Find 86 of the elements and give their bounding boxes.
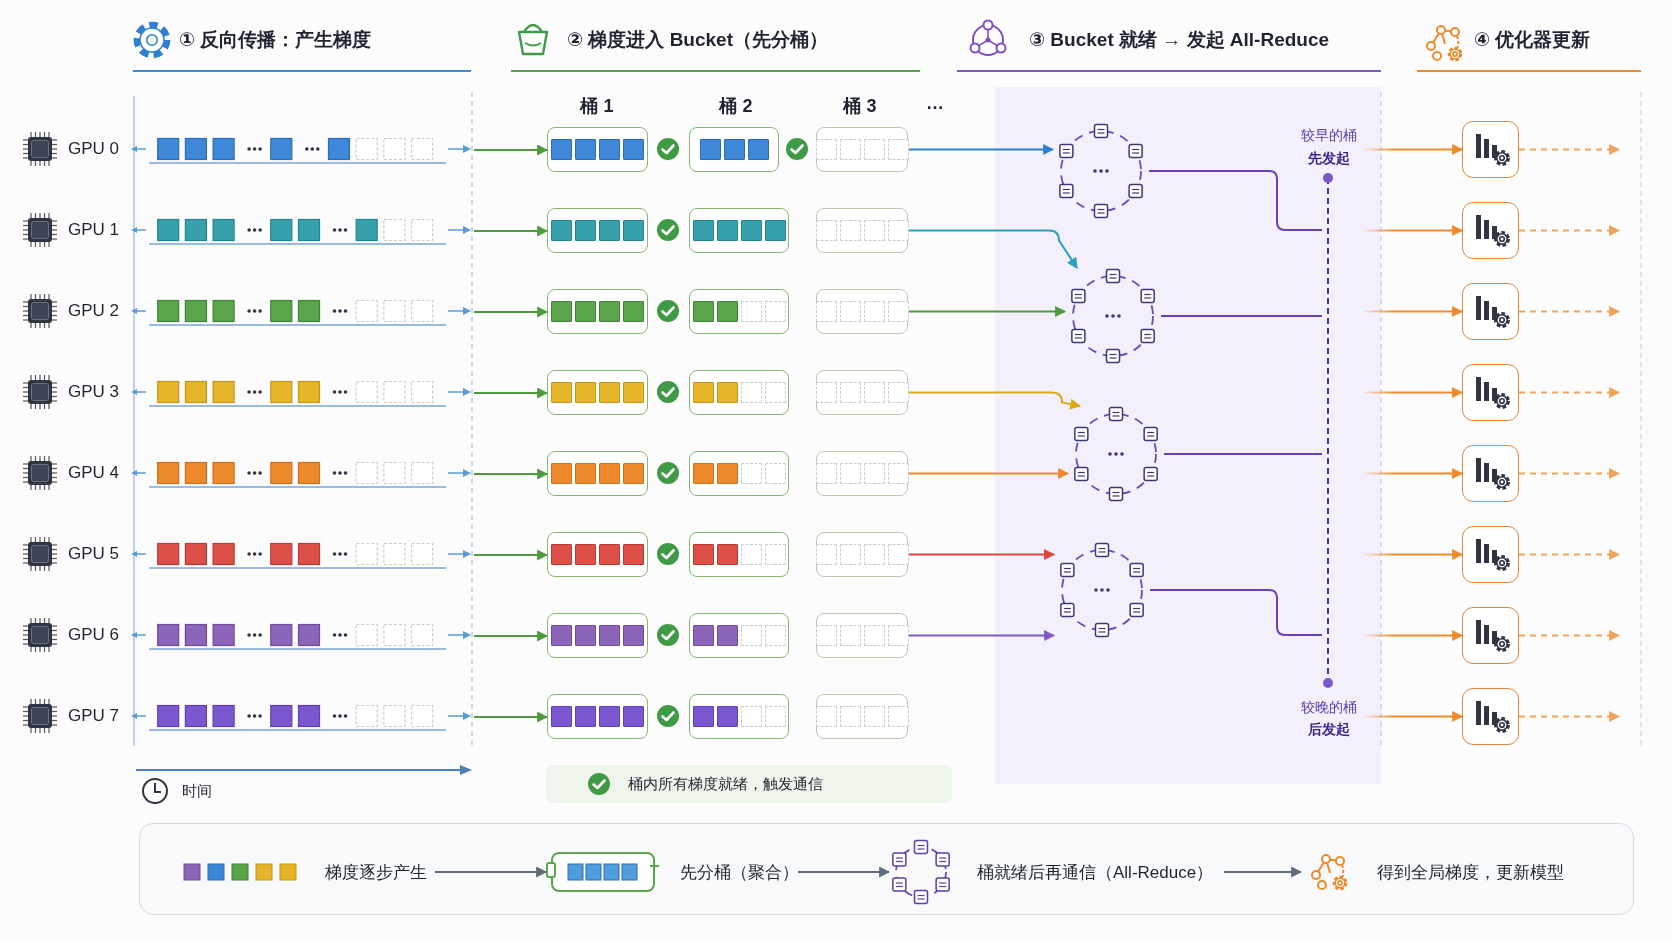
timeline-note: 后发起: [1308, 721, 1350, 739]
timeline-note: 较晚的桶: [1301, 699, 1357, 717]
arrow: [907, 144, 1055, 155]
arrow: [907, 549, 1056, 560]
gpu-label: GPU 5: [68, 544, 120, 564]
arrow: [907, 468, 1070, 479]
arrow: [907, 630, 1056, 641]
bucket-box: [547, 208, 648, 253]
arrow: [1518, 225, 1621, 236]
bucket-box: [816, 208, 908, 253]
optimizer-box: [1462, 283, 1519, 340]
timeline-note: 较早的桶: [1301, 127, 1357, 145]
bucket-box: [547, 613, 648, 658]
bucket-box: [689, 370, 789, 415]
note-box: [546, 765, 952, 803]
gpu-label: GPU 2: [68, 301, 120, 321]
bucket-box: [547, 532, 648, 577]
column-heading: 桶 1: [580, 95, 614, 118]
gpu-label: GPU 6: [68, 625, 120, 645]
optimizer-box: [1462, 202, 1519, 259]
arrow: [1518, 468, 1621, 479]
column-heading: …: [926, 92, 944, 114]
arrow: [434, 866, 548, 878]
arrow: [473, 306, 549, 318]
bucket-box: [816, 370, 908, 415]
arrow: [1518, 144, 1621, 155]
arrow: [473, 630, 549, 642]
bucket-box: [689, 532, 789, 577]
bucket-box: [816, 451, 908, 496]
bucket-box: [689, 613, 789, 658]
arrow: [473, 144, 549, 156]
arrow: [1518, 306, 1621, 317]
stage-heading: ② 梯度进入 Bucket（先分桶）: [567, 28, 828, 52]
bucket-box: [689, 127, 779, 172]
bucket-box: [547, 289, 648, 334]
summary-text: 先分桶（聚合）: [680, 861, 799, 884]
arrow: [1518, 630, 1621, 641]
arrow: [473, 711, 549, 723]
optimizer-box: [1462, 526, 1519, 583]
axis-label: 时间: [182, 781, 212, 801]
bucket-box: [816, 532, 908, 577]
gpu-label: GPU 0: [68, 139, 120, 159]
arrow: [1518, 387, 1621, 398]
note-text: 桶内所有梯度就绪，触发通信: [628, 774, 823, 794]
column-heading: 桶 3: [843, 95, 877, 118]
bucket-box: [547, 694, 648, 739]
gpu-label: GPU 3: [68, 382, 120, 402]
arrow: [473, 468, 549, 480]
bucket-box: [816, 613, 908, 658]
gpu-label: GPU 7: [68, 706, 120, 726]
arrow: [1518, 711, 1621, 722]
optimizer-box: [1462, 688, 1519, 745]
optimizer-box: [1462, 121, 1519, 178]
bucket-box: [547, 127, 648, 172]
arrow: [797, 866, 891, 878]
bucket-box: [689, 451, 789, 496]
arrow: [907, 229, 1078, 269]
gpu-label: GPU 1: [68, 220, 120, 240]
column-heading: 桶 2: [719, 95, 753, 118]
optimizer-box: [1462, 607, 1519, 664]
arrow: [473, 225, 549, 237]
bucket-box: [689, 208, 789, 253]
arrow: [907, 391, 1082, 410]
arrow: [907, 306, 1067, 317]
stage-heading: ④ 优化器更新: [1474, 28, 1591, 52]
bucket-box: [816, 694, 908, 739]
gpu-label: GPU 4: [68, 463, 120, 483]
bucket-box: [689, 289, 789, 334]
summary-text: 得到全局梯度，更新模型: [1377, 861, 1564, 884]
arrow: [473, 387, 549, 399]
summary-text: 桶就绪后再通信（All-Reduce）: [977, 861, 1214, 884]
arrow: [1518, 549, 1621, 560]
summary-text: 梯度逐步产生: [325, 861, 427, 884]
bucket-box: [816, 289, 908, 334]
bucket-box: [816, 127, 908, 172]
optimizer-box: [1462, 364, 1519, 421]
arrow: [473, 549, 549, 561]
summary-panel: [139, 823, 1634, 915]
stage-heading: ③ Bucket 就绪 → 发起 All-Reduce: [1029, 28, 1330, 52]
timeline-note: 先发起: [1308, 150, 1350, 168]
arrow: [1223, 866, 1303, 878]
optimizer-box: [1462, 445, 1519, 502]
bucket-box: [547, 370, 648, 415]
bucket-box: [689, 694, 789, 739]
stage-heading: ① 反向传播：产生梯度: [179, 28, 372, 52]
bucket-box: [547, 451, 648, 496]
